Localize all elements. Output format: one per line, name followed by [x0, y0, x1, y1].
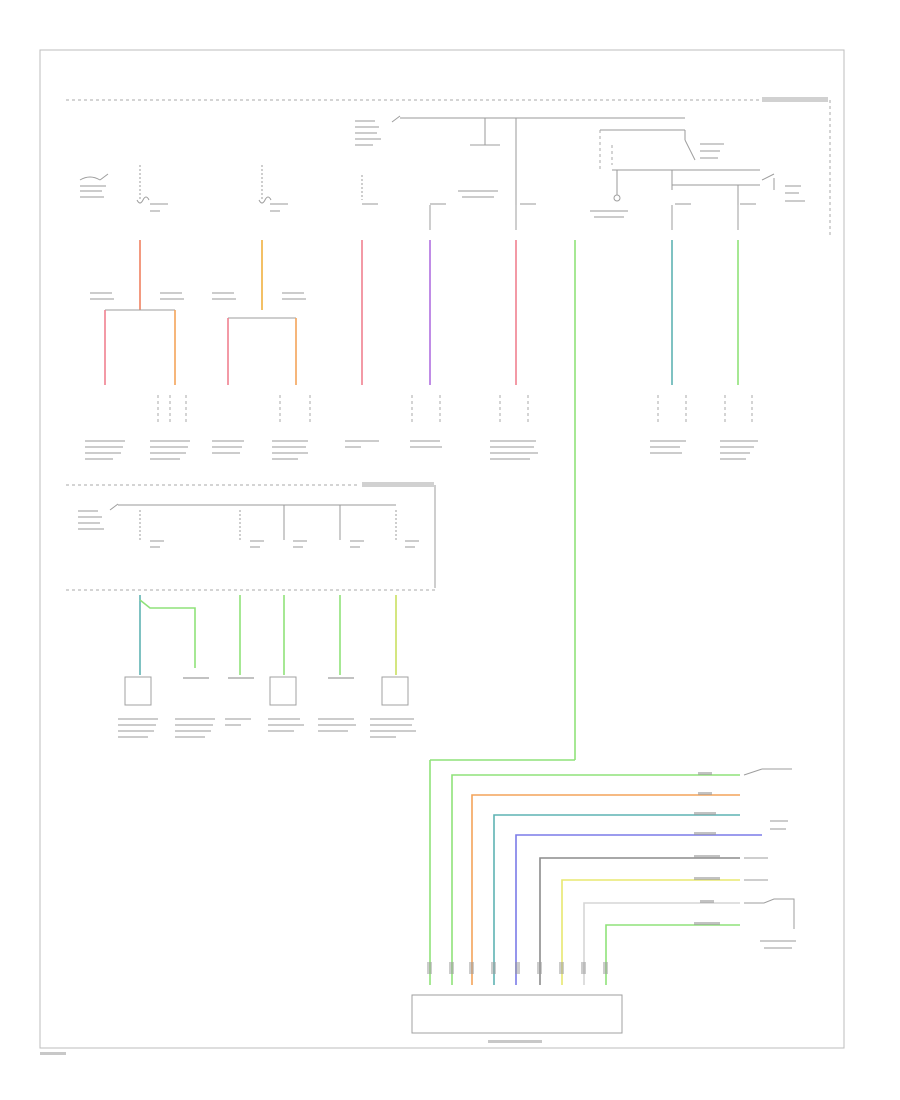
lower-fuse-box — [66, 482, 436, 591]
wires-lower-section — [139, 595, 397, 675]
switch-icon — [743, 768, 796, 949]
connector-icon — [381, 676, 409, 706]
relay-top-right — [599, 129, 805, 205]
fuse-icon — [258, 196, 272, 204]
fuse-group-2 — [258, 165, 288, 212]
module-pin-marks — [427, 962, 608, 974]
fuse-icon — [136, 196, 150, 204]
upper-fuse-box — [66, 97, 831, 235]
components-lower — [118, 676, 416, 738]
fuse-group-1 — [79, 165, 168, 212]
wires-harness — [429, 760, 762, 985]
connector-icon — [269, 676, 297, 706]
ignition-switch-top — [355, 115, 685, 205]
control-module — [411, 994, 623, 1043]
connector-icon — [124, 676, 152, 706]
fuse-labels-row-1 — [362, 190, 756, 218]
fuse-stems-row-1 — [361, 175, 739, 230]
diagram-frame — [39, 49, 845, 1049]
diagram-code — [40, 1052, 66, 1055]
splice-labels — [90, 292, 306, 300]
harness-code-marks — [694, 772, 720, 925]
wires-upper-section — [104, 240, 739, 761]
connector-icon — [613, 194, 621, 202]
components-upper — [85, 395, 758, 460]
